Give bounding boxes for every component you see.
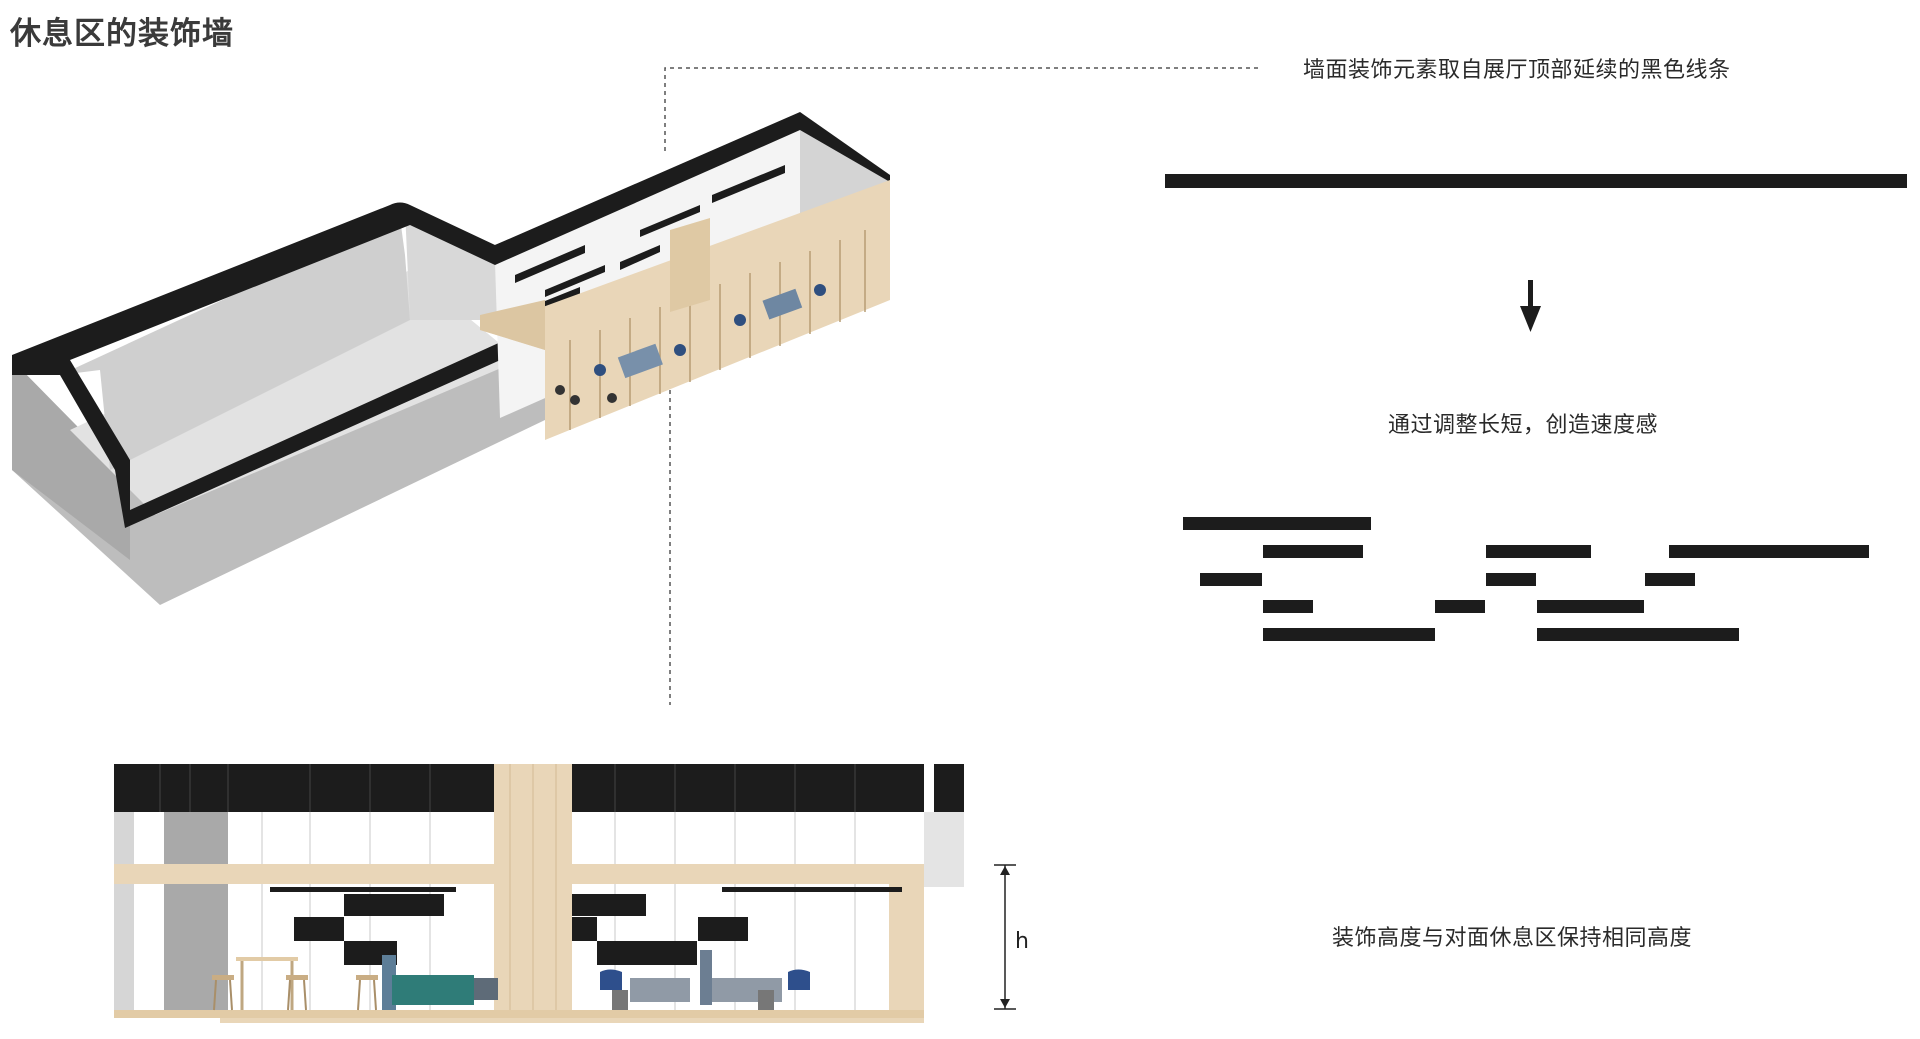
wood-slat-return: [480, 300, 545, 350]
left-volume-side-wall: [12, 360, 130, 560]
grey-column: [164, 812, 228, 1012]
left-volume-inner-wall: [60, 218, 410, 470]
pattern-bar: [1263, 628, 1435, 641]
elevation-ceiling-left: [114, 764, 494, 812]
isometric-view: [12, 112, 890, 605]
elevation-ceiling-end: [934, 764, 964, 812]
wood-grain: [509, 764, 557, 1019]
pattern-bar: [1537, 600, 1644, 613]
pattern-bar: [1537, 628, 1739, 641]
elevation-view: h: [114, 764, 1029, 1023]
source-note: 墙面装饰元素取自展厅顶部延续的黑色线条: [1303, 58, 1731, 83]
pattern-bar: [1486, 545, 1591, 558]
ceiling-panel-lines: [159, 764, 856, 812]
method-note: 通过调整长短，创造速度感: [1388, 413, 1659, 438]
down-arrow-icon: [1520, 280, 1541, 332]
leader-line: [664, 67, 1258, 705]
height-symbol: h: [1015, 929, 1029, 954]
pattern-bar: [1183, 517, 1371, 530]
elevation-ceiling-right: [572, 764, 924, 812]
wood-slat-screen: [480, 180, 890, 440]
floor-base: [220, 1018, 924, 1023]
wall-decor-bars-iso: [515, 165, 785, 312]
wood-counter-right: [889, 884, 924, 1014]
left-volume-inner-wall-right: [405, 210, 500, 320]
wall-decor-bars-elevation: [270, 887, 902, 965]
left-volume-outer-wall: [12, 340, 545, 605]
page-title: 休息区的装饰墙: [10, 16, 234, 52]
height-note: 装饰高度与对面休息区保持相同高度: [1332, 926, 1693, 951]
side-wall-left: [114, 812, 134, 1012]
corridor-end-rim: [800, 112, 890, 182]
pattern-bar: [1645, 573, 1695, 586]
pattern-bar: [1263, 600, 1313, 613]
floor-strip: [114, 1010, 924, 1018]
broken-line-pattern: [1183, 517, 1869, 641]
pattern-bar: [1200, 573, 1262, 586]
left-volume-floor: [70, 270, 520, 515]
side-wall-right: [924, 812, 964, 887]
pattern-bar: [1486, 573, 1536, 586]
continuous-black-line: [1165, 174, 1907, 188]
corridor-top-edge: [495, 112, 800, 265]
height-dimension: h: [994, 864, 1029, 1010]
elevation-furniture: [212, 950, 810, 1011]
pattern-bar: [1263, 545, 1363, 558]
pattern-bar: [1669, 545, 1869, 558]
pattern-bar: [1435, 600, 1485, 613]
iso-furniture: [555, 284, 826, 405]
wood-column-iso: [670, 218, 710, 312]
